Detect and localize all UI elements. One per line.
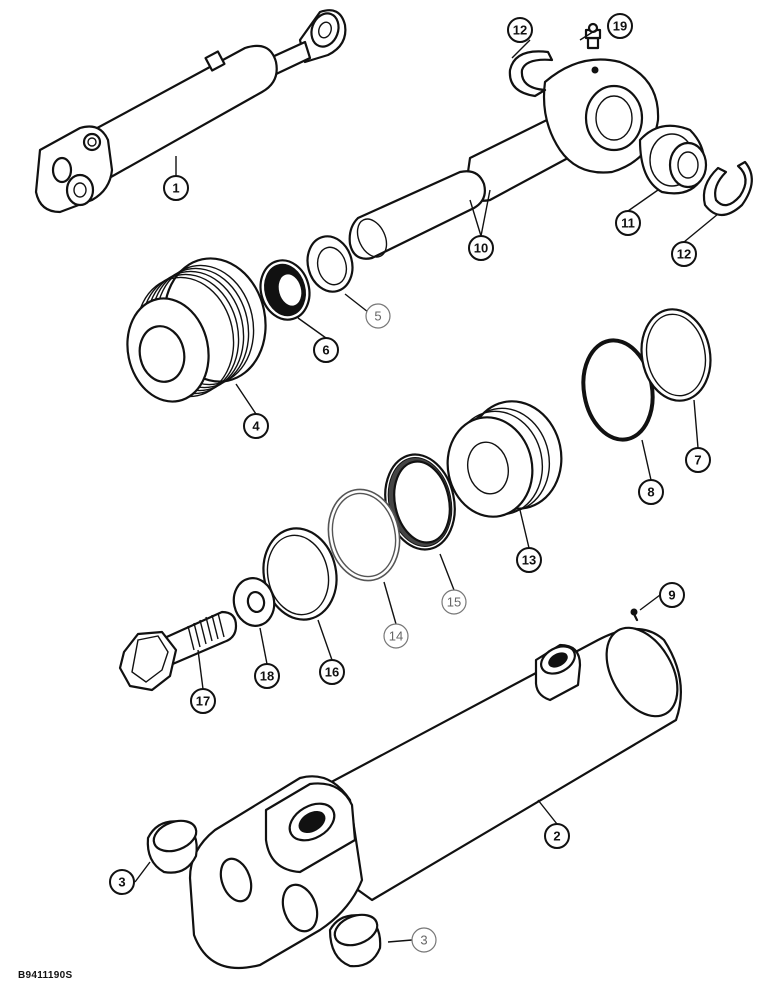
callout-8: 8	[638, 479, 664, 505]
svg-text:14: 14	[389, 629, 403, 644]
callout-4: 4	[243, 413, 269, 439]
svg-text:18: 18	[260, 669, 274, 684]
svg-text:12: 12	[677, 247, 691, 262]
callout-12: 12	[507, 17, 533, 43]
callout-16: 16	[319, 659, 345, 685]
bolt-part	[118, 610, 238, 692]
callout-3: 3	[109, 869, 135, 895]
svg-text:3: 3	[118, 875, 125, 890]
callout-5: 5	[365, 303, 391, 329]
snap-ring-part	[508, 50, 753, 217]
callout-9: 9	[659, 582, 685, 608]
svg-text:7: 7	[694, 453, 701, 468]
callout-17: 17	[190, 688, 216, 714]
pin-bushing-part	[146, 819, 198, 874]
bushing-part	[638, 124, 708, 195]
leader-lines	[134, 29, 719, 943]
drawing-code-label: B9411190S	[18, 970, 73, 981]
callout-7: 7	[685, 447, 711, 473]
svg-text:12: 12	[513, 23, 527, 38]
svg-text:9: 9	[668, 588, 675, 603]
cylinder-assembly-part	[34, 9, 347, 214]
svg-text:5: 5	[374, 309, 381, 324]
rod-seal-part	[259, 259, 311, 321]
barrel-part	[188, 626, 682, 970]
callout-1: 1	[163, 175, 189, 201]
callout-3: 3	[411, 927, 437, 953]
svg-text:6: 6	[322, 343, 329, 358]
svg-text:15: 15	[447, 595, 461, 610]
callout-13: 13	[516, 547, 542, 573]
callout-2: 2	[544, 823, 570, 849]
svg-text:2: 2	[553, 829, 560, 844]
svg-text:3: 3	[420, 933, 427, 948]
callout-10: 10	[468, 235, 494, 261]
callout-15: 15	[441, 589, 467, 615]
callout-12: 12	[671, 241, 697, 267]
pin-bushing-part	[328, 913, 382, 968]
vent-screw-part	[630, 608, 639, 622]
svg-text:1: 1	[172, 181, 179, 196]
svg-text:17: 17	[196, 694, 210, 709]
rod-part	[348, 58, 660, 260]
callout-18: 18	[254, 663, 280, 689]
svg-text:19: 19	[613, 19, 627, 34]
svg-text:11: 11	[621, 216, 635, 231]
callout-11: 11	[615, 210, 641, 236]
svg-text:13: 13	[522, 553, 536, 568]
callout-19: 19	[607, 13, 633, 39]
grease-fitting-part	[584, 22, 602, 50]
backup-ring-part	[640, 308, 712, 402]
svg-text:16: 16	[325, 665, 339, 680]
wear-ring-part	[306, 235, 354, 293]
svg-text:10: 10	[474, 241, 488, 256]
piston-part	[446, 400, 563, 518]
svg-text:4: 4	[252, 419, 260, 434]
callout-6: 6	[313, 337, 339, 363]
piston-wear-ring-part	[327, 488, 401, 582]
piston-seal-part	[384, 453, 456, 551]
callout-14: 14	[383, 623, 409, 649]
washer-part	[232, 577, 276, 627]
svg-text:8: 8	[647, 485, 654, 500]
gland-part	[126, 257, 267, 403]
